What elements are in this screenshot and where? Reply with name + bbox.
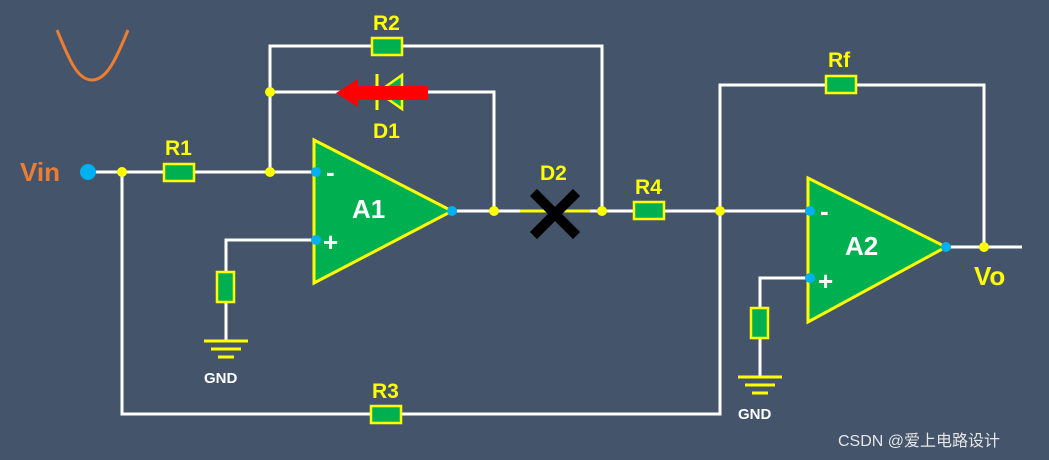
a1-plus-label: +: [323, 227, 338, 257]
a2-label: A2: [845, 231, 878, 261]
watermark: CSDN @爱上电路设计: [838, 432, 1000, 450]
r1-resistor: [162, 162, 196, 183]
vo-label: Vo: [974, 261, 1005, 291]
gnd-label-a1: GND: [204, 370, 238, 387]
open-circuit-cross-icon: [529, 188, 581, 240]
a2-plus-label: +: [818, 266, 833, 296]
a1-opamp: [312, 137, 456, 286]
r2-label: R2: [373, 12, 400, 35]
r3-resistor: [369, 404, 403, 425]
rf-label: Rf: [828, 49, 851, 72]
r4-label: R4: [635, 176, 662, 199]
vin-label: Vin: [20, 157, 60, 187]
ground-resistor-a1: [215, 270, 236, 304]
d1-diode: [336, 72, 428, 112]
r4-resistor: [632, 200, 666, 221]
a1-label: A1: [352, 194, 385, 224]
a2-minus-label: -: [820, 196, 829, 226]
r1-label: R1: [165, 137, 192, 160]
a2-opamp: [806, 175, 950, 325]
junction-dots: [117, 87, 989, 252]
pin-dots: [80, 164, 951, 283]
a1-minus-label: -: [326, 157, 335, 187]
d2-open-circuit: [520, 188, 590, 240]
r2-resistor: [370, 36, 404, 57]
waveform-icon: [55, 29, 130, 82]
rf-resistor: [824, 74, 858, 95]
d1-label: D1: [373, 120, 400, 143]
gnd-label-a2: GND: [738, 406, 772, 423]
ground-symbol-a1: [204, 339, 248, 359]
d2-label: D2: [540, 162, 567, 185]
ground-symbol-a2: [738, 375, 782, 395]
r3-label: R3: [372, 380, 399, 403]
current-direction-arrow-icon: [336, 79, 428, 107]
ground-resistor-a2: [749, 306, 770, 340]
